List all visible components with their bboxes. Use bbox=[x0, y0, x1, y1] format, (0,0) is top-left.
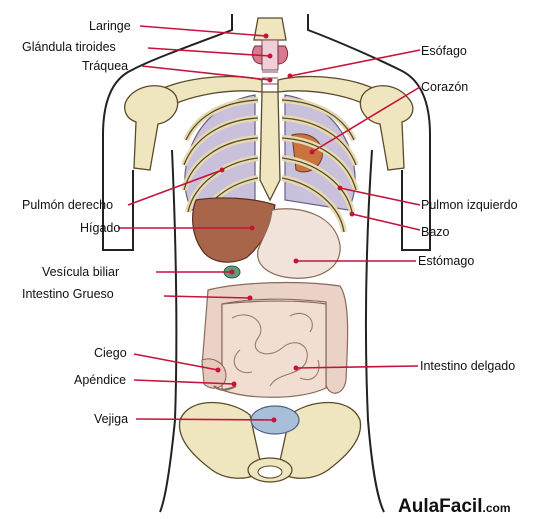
label-ciego: Ciego bbox=[94, 346, 127, 360]
label-esofago: Esófago bbox=[421, 44, 467, 58]
label-vejiga: Vejiga bbox=[94, 412, 128, 426]
leader-laringe bbox=[140, 26, 266, 36]
watermark-suffix: .com bbox=[482, 501, 510, 515]
label-vesicula-biliar: Vesícula biliar bbox=[42, 265, 119, 279]
label-laringe: Laringe bbox=[89, 19, 131, 33]
label-bazo: Bazo bbox=[421, 225, 450, 239]
label-higado: Hígado bbox=[80, 221, 120, 235]
stomach bbox=[258, 209, 341, 278]
label-intestino-delgado: Intestino delgado bbox=[420, 359, 515, 373]
leader-vejiga bbox=[136, 419, 274, 420]
label-pulmon-izquierdo: Pulmon izquierdo bbox=[421, 198, 518, 212]
leader-bazo bbox=[352, 214, 420, 230]
larynx-trachea bbox=[252, 18, 287, 84]
label-glandula-tiroides: Glándula tiroides bbox=[22, 40, 116, 54]
label-intestino-grueso: Intestino Grueso bbox=[22, 287, 114, 301]
label-apendice: Apéndice bbox=[74, 373, 126, 387]
watermark-brand: AulaFacil bbox=[398, 496, 482, 517]
watermark: AulaFacil.com bbox=[398, 496, 511, 517]
label-corazon: Corazón bbox=[421, 80, 468, 94]
leader-esofago bbox=[290, 50, 420, 76]
label-estomago: Estómago bbox=[418, 254, 474, 268]
label-pulmon-derecho: Pulmón derecho bbox=[22, 198, 113, 212]
small-intestine bbox=[222, 301, 326, 397]
label-traquea: Tráquea bbox=[82, 59, 128, 73]
sternum bbox=[260, 92, 280, 200]
